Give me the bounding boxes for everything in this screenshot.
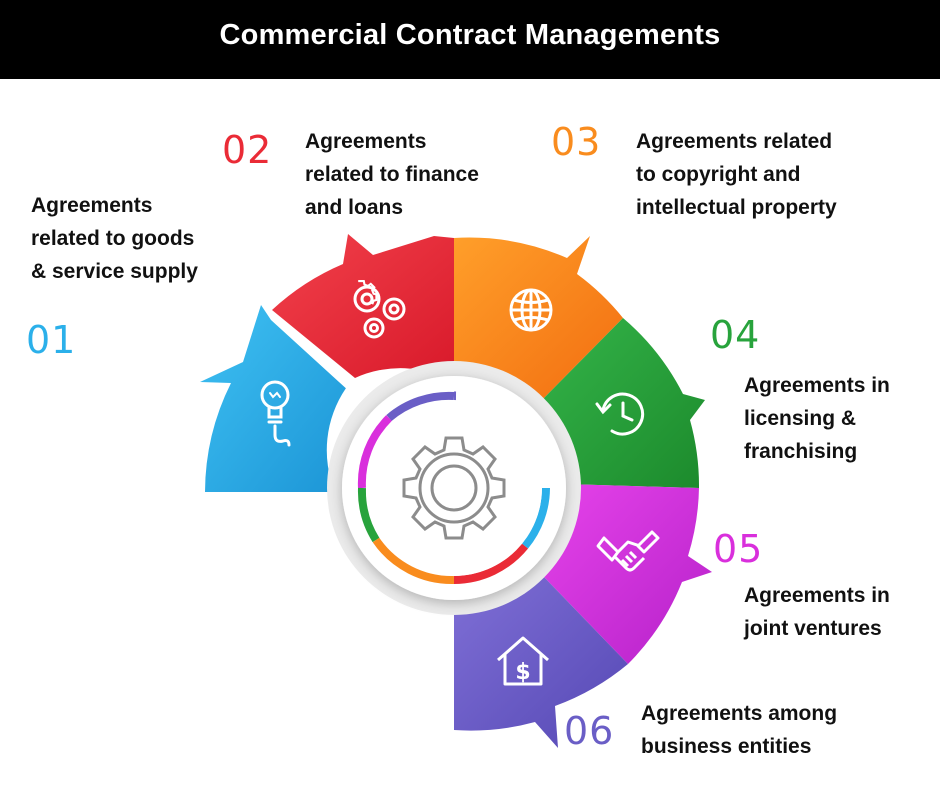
house-dollar-icon [497, 636, 549, 686]
ring-arc-purple [386, 391, 455, 422]
handshake-icon [596, 530, 660, 572]
item-number-05: 05 [713, 527, 764, 571]
clock-icon [595, 392, 645, 436]
item-label-03: Agreements related to copyright and intell… [636, 125, 837, 224]
lightbulb-icon [260, 380, 291, 447]
item-label-03-line: intellectual property [636, 196, 837, 219]
item-label-04-line: licensing & [744, 407, 857, 430]
house-dollar-symbol: $ [515, 660, 530, 685]
item-label-04-line: Agreements in [744, 374, 890, 397]
header-bar: Commercial Contract Managements [0, 0, 940, 79]
item-label-06: Agreements among business entities [641, 697, 837, 763]
ring-arc-orange [372, 537, 455, 585]
item-label-01-line: Agreements [31, 194, 153, 217]
gears-icon [353, 280, 406, 339]
item-label-06-line: Agreements among [641, 702, 838, 725]
ring-arc-red [453, 543, 529, 584]
center-hub [327, 361, 581, 615]
gear-icon [402, 436, 506, 540]
item-label-05: Agreements in joint ventures [744, 579, 890, 645]
item-label-02: Agreements related to finance and loans [305, 125, 479, 224]
item-label-02-line: and loans [305, 196, 404, 219]
ring-arc-green [357, 487, 380, 543]
item-label-01-line: related to goods [31, 227, 195, 250]
item-label-06-line: business entities [641, 735, 812, 758]
item-label-05-line: Agreements in [744, 584, 890, 607]
item-label-01-line: & service supply [31, 260, 198, 283]
item-number-03: 03 [551, 120, 602, 164]
segment-01 [200, 305, 346, 492]
item-label-01: Agreements related to goods & service supp… [31, 189, 198, 288]
item-number-02: 02 [222, 128, 273, 172]
item-label-04-line: franchising [744, 440, 858, 463]
segment-02 [272, 234, 454, 382]
item-label-03-line: to copyright and [636, 163, 801, 186]
item-label-02-line: Agreements [305, 130, 427, 153]
ring-arc-blue [521, 487, 550, 549]
globe-icon [509, 288, 553, 332]
page-title: Commercial Contract Managements [219, 19, 721, 51]
item-number-04: 04 [710, 313, 761, 357]
item-number-06: 06 [564, 709, 615, 753]
item-label-05-line: joint ventures [744, 617, 882, 640]
item-number-01: 01 [26, 318, 77, 362]
segment-05 [543, 484, 712, 664]
item-label-03-line: Agreements related [636, 130, 833, 153]
item-label-02-line: related to finance [305, 163, 479, 186]
ring-arc-magenta [357, 415, 392, 489]
item-label-04: Agreements in licensing & franchising [744, 369, 890, 468]
